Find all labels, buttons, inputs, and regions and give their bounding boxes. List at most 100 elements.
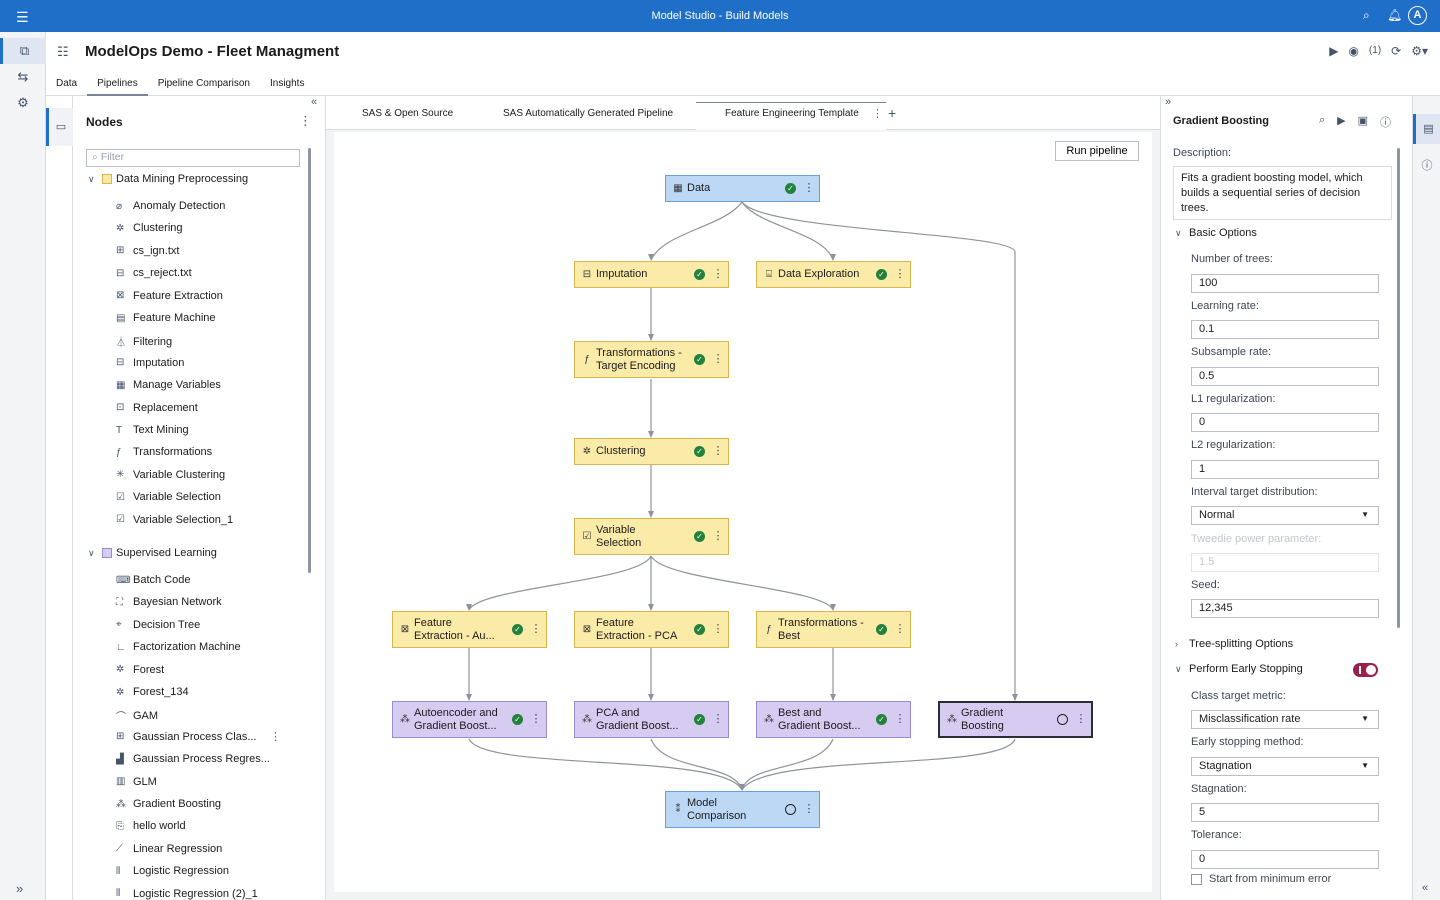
tree-node-item[interactable]: ▦Manage Variables (116, 379, 221, 392)
node-transformations-target-encoding[interactable]: ƒ Transformations -Target Encoding ✓ ⋮ (574, 341, 729, 378)
pipeline-canvas[interactable]: Run pipeline ▦ Data ✓ ⋮ ⊟ Imputation ✓ ⋮… (334, 132, 1152, 892)
node-menu-icon[interactable]: ⋮ (530, 623, 542, 635)
early-stopping-section[interactable]: ∨ Perform Early Stopping (1175, 663, 1303, 675)
tree-node-item[interactable]: ✲Forest_134 (116, 686, 189, 698)
node-menu-icon[interactable]: ⋮ (712, 353, 724, 365)
collapse-rail-icon[interactable]: « (1422, 882, 1429, 894)
refresh-icon[interactable]: ⟳ (1391, 44, 1402, 58)
run-node-icon[interactable]: ▶ (1337, 115, 1346, 127)
project-list-icon[interactable]: ☷ (57, 44, 69, 59)
node-menu-icon[interactable]: ⋮ (894, 268, 906, 280)
subsample-input[interactable]: 0.5 (1191, 367, 1379, 386)
expand-rail-icon[interactable]: » (16, 881, 24, 896)
early-stopping-toggle[interactable] (1353, 663, 1378, 677)
tweedie-input[interactable]: 1.5 (1191, 553, 1379, 572)
nodes-scrollbar[interactable] (308, 148, 311, 573)
tree-group[interactable]: ∨Data Mining Preprocessing (88, 173, 249, 185)
node-clustering[interactable]: ✲ Clustering ✓ ⋮ (574, 438, 729, 465)
tree-node-item[interactable]: ⊡Replacement (116, 401, 198, 414)
tree-node-item[interactable]: ▥GLM (116, 775, 157, 788)
tree-node-item[interactable]: ☑Variable Selection (116, 491, 221, 504)
tree-node-item[interactable]: ☑Variable Selection_1 (116, 513, 234, 526)
pipeline-tab-feature-engineering[interactable]: Feature Engineering Template (725, 108, 859, 119)
tab-menu-icon[interactable]: ⋮ (872, 108, 883, 120)
basic-options-section[interactable]: ∨ Basic Options (1175, 227, 1257, 239)
tolerance-input[interactable]: 0 (1191, 850, 1379, 869)
tree-node-item[interactable]: ⌨Batch Code (116, 574, 191, 586)
help-icon[interactable]: ⓘ (1380, 117, 1392, 129)
node-transformations-best[interactable]: ƒ Transformations -Best ✓ ⋮ (756, 611, 911, 648)
tree-node-item[interactable]: ✲Forest (116, 663, 165, 676)
tree-node-item[interactable]: ⊠Feature Extraction (116, 289, 223, 302)
properties-scrollbar[interactable] (1397, 148, 1400, 628)
tree-node-item[interactable]: ⎘hello world (116, 820, 186, 833)
node-menu-icon[interactable]: ⋮ (712, 268, 724, 280)
expand-panel-icon[interactable]: » (1165, 96, 1172, 108)
pipeline-tab-auto-generated[interactable]: SAS Automatically Generated Pipeline (503, 108, 674, 119)
tree-node-item[interactable]: ✳Variable Clustering (116, 468, 226, 481)
seed-input[interactable]: 12,345 (1191, 599, 1379, 618)
learning-rate-input[interactable]: 0.1 (1191, 320, 1379, 339)
menu-icon[interactable]: ☰ (16, 9, 29, 25)
tree-node-item[interactable]: ∟Factorization Machine (116, 641, 241, 654)
tab-pipeline-comparison[interactable]: Pipeline Comparison (157, 78, 250, 89)
interval-dist-select[interactable]: Normal ▼ (1191, 506, 1379, 525)
nodes-panel-icon[interactable]: ▭ (46, 108, 73, 146)
tree-node-item[interactable]: ▤Feature Machine (116, 312, 216, 324)
run-icon[interactable]: ▶ (1329, 44, 1339, 58)
run-pipeline-button[interactable]: Run pipeline (1055, 141, 1139, 161)
node-menu-icon[interactable]: ⋮ (803, 182, 815, 194)
node-menu-icon[interactable]: ⋮ (1075, 713, 1087, 725)
node-menu-icon[interactable]: ⋮ (712, 530, 724, 542)
collapse-panel-icon[interactable]: « (311, 96, 318, 108)
node-menu-icon[interactable]: ⋮ (712, 623, 724, 635)
tree-node-item[interactable]: ⌖Decision Tree (116, 618, 201, 631)
es-method-select[interactable]: Stagnation ▼ (1191, 757, 1379, 776)
tab-data[interactable]: Data (56, 78, 78, 89)
description-box[interactable]: Fits a gradient boosting model, which bu… (1173, 166, 1392, 220)
tab-insights[interactable]: Insights (270, 78, 305, 89)
manage-data-icon[interactable]: ⇆ (17, 69, 29, 84)
tree-node-item[interactable]: ⏃Filtering (116, 335, 173, 350)
build-models-icon[interactable]: ⧉ (0, 38, 46, 64)
tree-node-item[interactable]: ⊞Gaussian Process Clas...⋮ (116, 730, 281, 744)
node-data-exploration[interactable]: ⌸ Data Exploration ✓ ⋮ (756, 261, 911, 288)
item-menu-icon[interactable]: ⋮ (270, 731, 281, 744)
node-menu-icon[interactable]: ⋮ (894, 713, 906, 725)
tree-node-item[interactable]: ⌀Anomaly Detection (116, 200, 226, 212)
tab-pipelines[interactable]: Pipelines (87, 72, 148, 96)
pipeline-tab-sas-open-source[interactable]: SAS & Open Source (362, 108, 454, 119)
settings-grid-icon[interactable]: ⚙︎ (17, 95, 29, 110)
node-menu-icon[interactable]: ⋮ (894, 623, 906, 635)
users-icon[interactable]: ◉ (1348, 44, 1359, 58)
start-min-error-checkbox[interactable] (1191, 874, 1202, 885)
node-menu-icon[interactable]: ⋮ (803, 803, 815, 815)
tree-splitting-section[interactable]: › Tree-splitting Options (1175, 638, 1294, 650)
node-menu-icon[interactable]: ⋮ (530, 713, 542, 725)
avatar[interactable]: A (1408, 6, 1427, 25)
results-icon[interactable]: ▣ (1357, 115, 1369, 127)
add-pipeline-icon[interactable]: + (888, 105, 897, 121)
tree-node-item[interactable]: ⫴Logistic Regression (116, 865, 229, 878)
nodes-menu-icon[interactable]: ⋮ (299, 113, 312, 128)
node-menu-icon[interactable]: ⋮ (712, 713, 724, 725)
tree-node-item[interactable]: ⊟Imputation (116, 356, 185, 369)
node-properties-icon[interactable]: ▤ (1413, 114, 1440, 144)
class-metric-select[interactable]: Misclassification rate ▼ (1191, 710, 1379, 729)
tree-node-item[interactable]: ⁂Gradient Boosting (116, 798, 222, 810)
tree-node-item[interactable]: ⊞cs_ign.txt (116, 244, 180, 257)
tree-group[interactable]: ∨Supervised Learning (88, 547, 217, 559)
filter-input[interactable]: ⌕ Filter (86, 149, 300, 167)
search-icon[interactable]: ⌕ (1363, 8, 1370, 22)
tree-node-item[interactable]: ⟋Linear Regression (116, 842, 223, 855)
info-icon[interactable]: ⓘ (1421, 160, 1433, 172)
